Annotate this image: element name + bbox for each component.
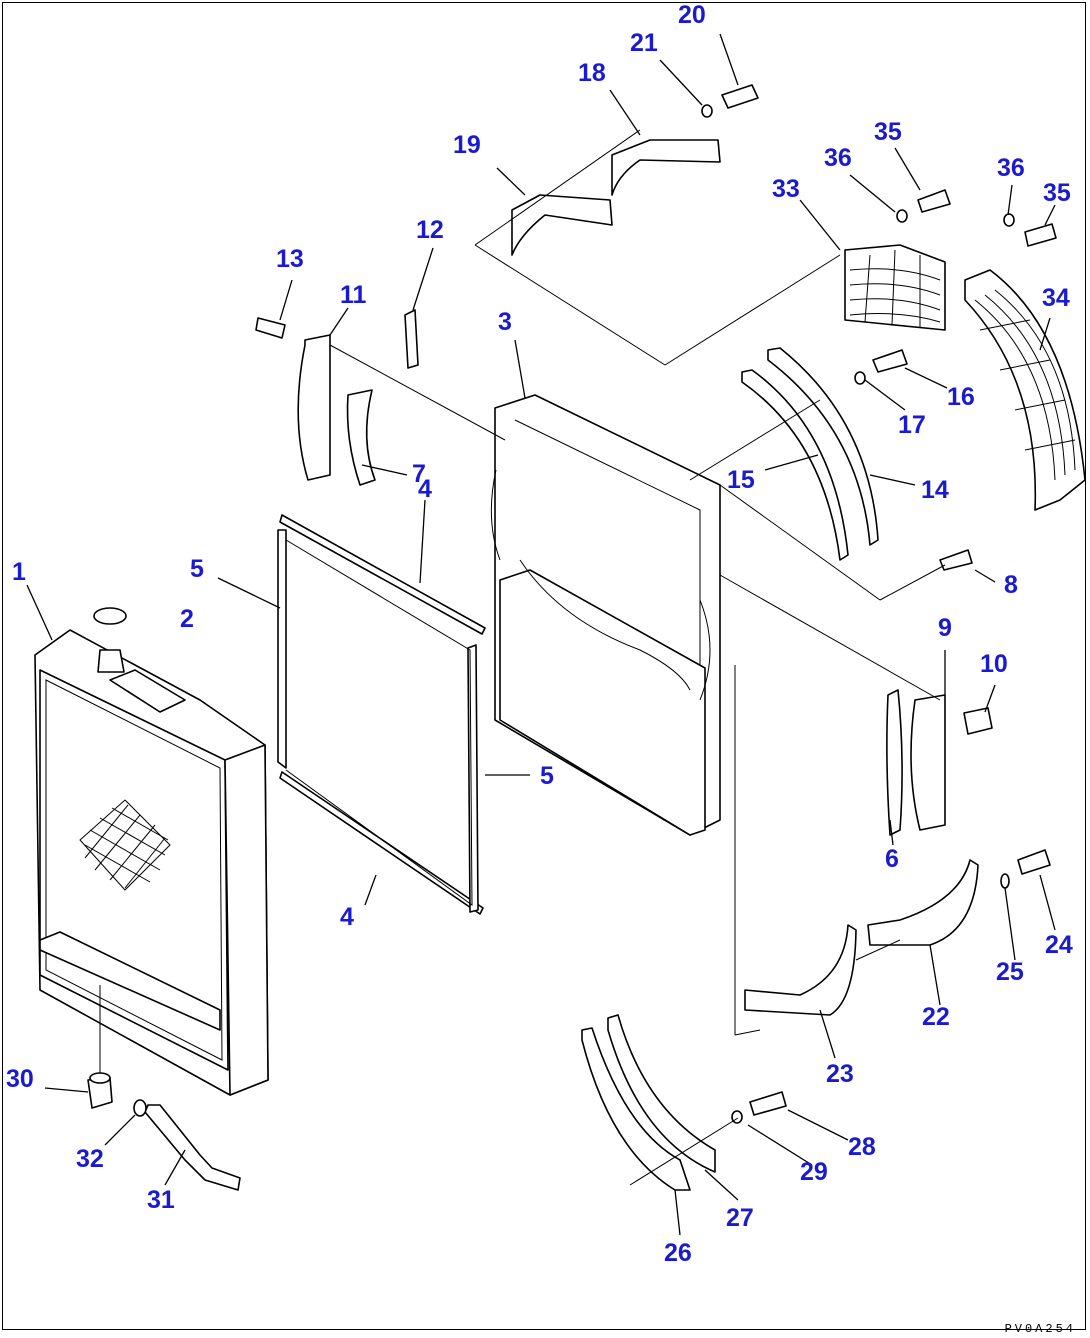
callout-28: 28 bbox=[848, 1133, 876, 1161]
callout-27: 27 bbox=[726, 1204, 754, 1232]
callout-13: 13 bbox=[276, 245, 304, 273]
callout-35-right: 35 bbox=[1043, 179, 1071, 207]
callout-30: 30 bbox=[6, 1065, 34, 1093]
callout-3: 3 bbox=[498, 308, 512, 336]
callout-18: 18 bbox=[578, 59, 606, 87]
callout-21: 21 bbox=[630, 29, 658, 57]
callout-22: 22 bbox=[922, 1003, 950, 1031]
callout-32: 32 bbox=[76, 1145, 104, 1173]
hose-part bbox=[144, 1104, 241, 1191]
upper-fan-guards bbox=[511, 139, 721, 256]
callout-8: 8 bbox=[1004, 571, 1018, 599]
callout-25: 25 bbox=[996, 958, 1024, 986]
callout-4-top: 4 bbox=[418, 475, 432, 503]
callout-11: 11 bbox=[340, 281, 367, 309]
callout-23: 23 bbox=[826, 1060, 854, 1088]
drain-valve-part bbox=[87, 1072, 113, 1109]
callout-31: 31 bbox=[147, 1186, 175, 1214]
callout-26: 26 bbox=[664, 1239, 692, 1267]
fan-guard-34 bbox=[964, 269, 1086, 511]
callout-5-right: 5 bbox=[540, 762, 554, 790]
callout-4-bottom: 4 bbox=[340, 903, 354, 931]
callout-1: 1 bbox=[12, 558, 26, 586]
callout-16: 16 bbox=[947, 383, 975, 411]
callout-20: 20 bbox=[678, 1, 706, 29]
callout-19: 19 bbox=[453, 131, 481, 159]
drawing-code: PV0A254 bbox=[1004, 1322, 1076, 1336]
seal-strips bbox=[277, 514, 486, 915]
fan-guard-33 bbox=[844, 244, 946, 331]
leader-lines bbox=[26, 33, 1056, 1236]
callout-36-left: 36 bbox=[824, 144, 852, 172]
callout-labels: 1 2 3 4 4 5 5 6 7 8 9 10 11 12 13 14 15 … bbox=[6, 1, 1073, 1267]
callout-35-left: 35 bbox=[874, 118, 902, 146]
callout-24: 24 bbox=[1045, 931, 1073, 959]
radiator-part bbox=[34, 607, 269, 1096]
fan-shroud-part bbox=[490, 394, 721, 836]
callout-6: 6 bbox=[885, 845, 899, 873]
callout-12: 12 bbox=[416, 216, 444, 244]
callout-5-left: 5 bbox=[190, 555, 204, 583]
callout-29: 29 bbox=[800, 1158, 828, 1186]
callout-15: 15 bbox=[727, 466, 755, 494]
callout-7: 7 bbox=[412, 460, 426, 488]
callout-34: 34 bbox=[1042, 284, 1070, 312]
callout-36-right: 36 bbox=[997, 154, 1025, 182]
callout-33: 33 bbox=[772, 175, 800, 203]
callout-2: 2 bbox=[180, 605, 194, 633]
callout-17: 17 bbox=[898, 411, 926, 439]
lower-fan-guards bbox=[581, 859, 979, 1191]
callout-9: 9 bbox=[938, 614, 952, 642]
shroud-brackets bbox=[297, 309, 946, 836]
callout-10: 10 bbox=[980, 650, 1008, 678]
clamp-part bbox=[133, 1099, 147, 1117]
callout-14: 14 bbox=[921, 476, 949, 504]
side-fan-guards bbox=[741, 347, 879, 561]
